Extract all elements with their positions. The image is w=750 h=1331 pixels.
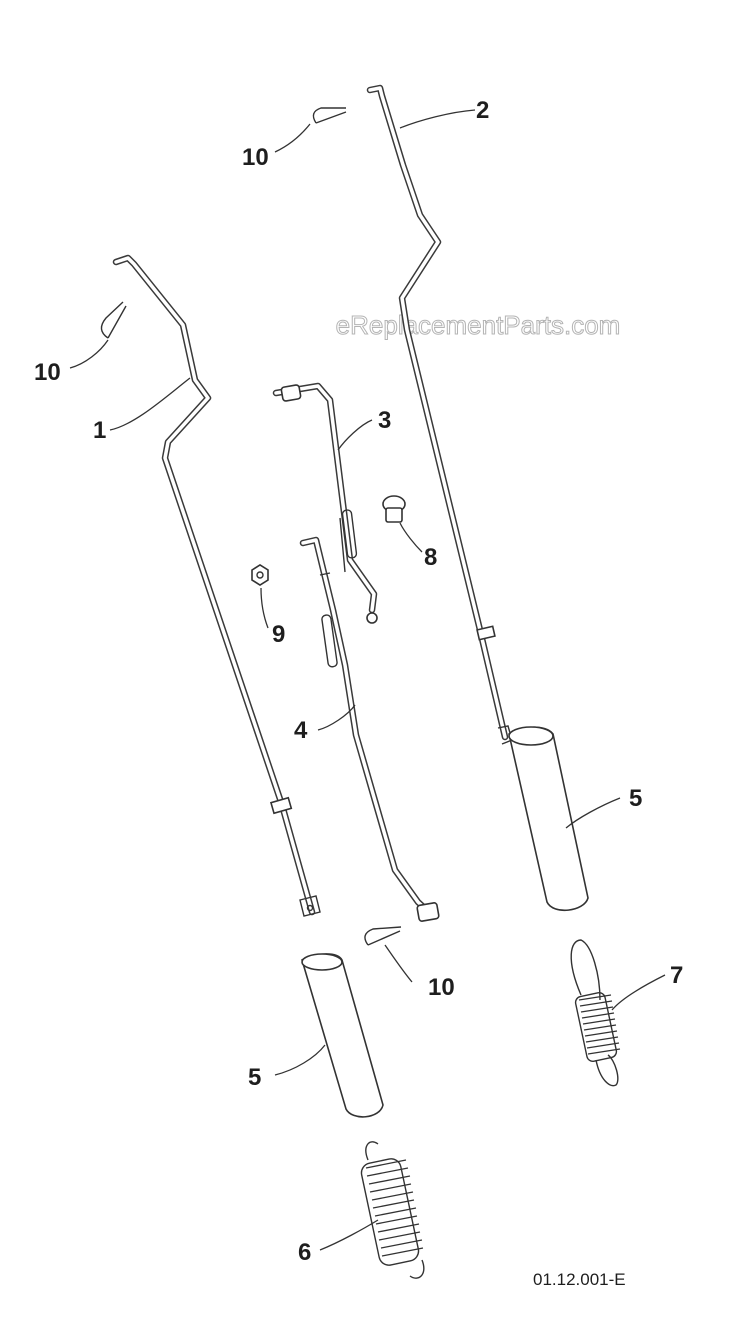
callout-5-upper: 5 [629, 785, 642, 812]
part-8-bolt [382, 495, 406, 523]
part-5-grip-lower [301, 953, 384, 1118]
drawing-reference: 01.12.001-E [533, 1270, 626, 1289]
callout-6: 6 [298, 1239, 311, 1266]
part-4-link [299, 536, 440, 922]
part-1-control-rod [112, 254, 321, 917]
callout-10-bottom: 10 [428, 974, 455, 1001]
callout-8: 8 [424, 544, 437, 571]
callout-4: 4 [294, 717, 308, 744]
leader-lines [69, 109, 666, 1251]
watermark: eReplacementParts.com [336, 310, 621, 340]
callout-5-lower: 5 [248, 1064, 261, 1091]
part-6-spring [360, 1141, 425, 1279]
callout-3: 3 [378, 407, 391, 434]
part-10-hairpin-top [312, 107, 347, 124]
callout-9: 9 [272, 621, 285, 648]
callout-10-top: 10 [242, 144, 269, 171]
part-5-grip-upper [508, 726, 589, 911]
callout-2: 2 [476, 97, 489, 124]
part-7-spring [570, 939, 621, 1087]
callout-1: 1 [93, 417, 106, 444]
part-10-hairpin-left [100, 301, 127, 339]
part-9-nut [251, 564, 269, 586]
callout-7: 7 [670, 962, 683, 989]
part-10-hairpin-bottom [364, 926, 402, 946]
part-3-link [272, 382, 378, 624]
callout-10-left: 10 [34, 359, 61, 386]
